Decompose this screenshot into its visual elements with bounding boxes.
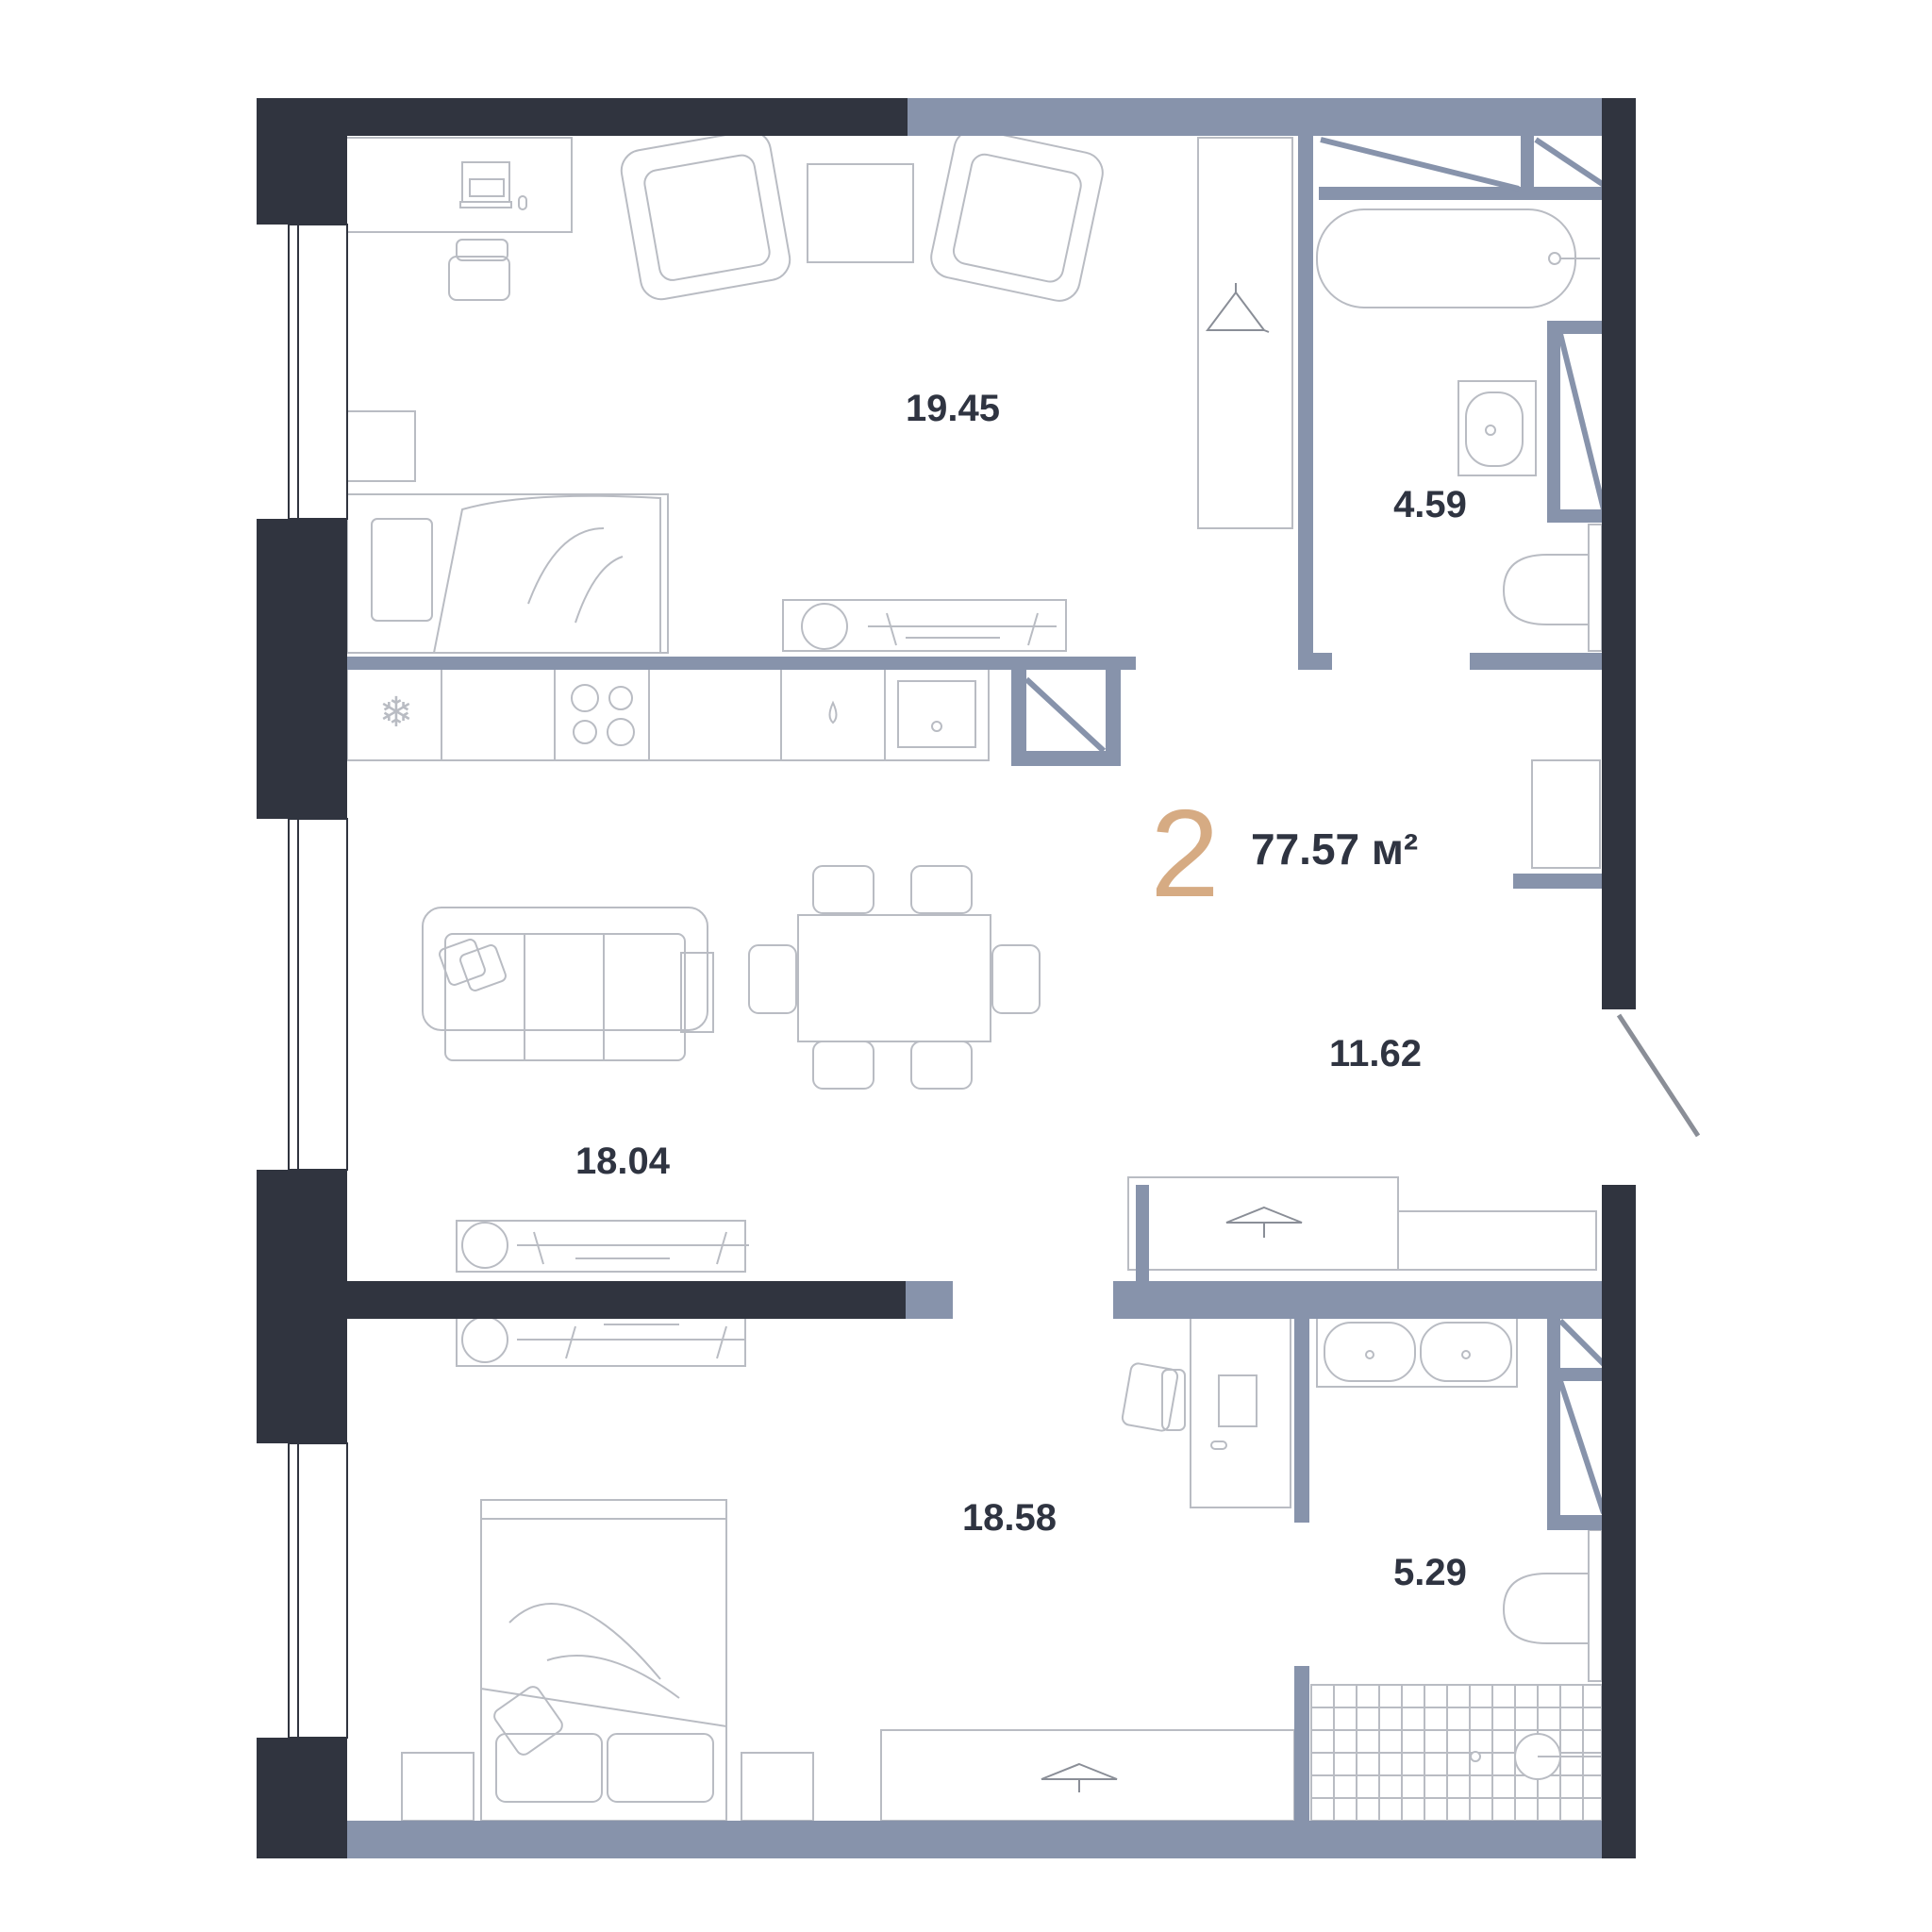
toilet-icon — [1502, 524, 1603, 652]
nightstand-icon — [741, 1752, 814, 1822]
entrance-door-icon[interactable] — [1616, 1013, 1701, 1138]
room-area-label: 5.29 — [1393, 1552, 1467, 1593]
snowflake-icon: ❄ — [379, 689, 414, 737]
furniture-layer: ❄ — [344, 128, 1603, 1822]
toilet-icon — [1502, 1529, 1603, 1682]
rooms-count: 2 — [1150, 784, 1219, 923]
tv-console-icon — [456, 1220, 749, 1273]
cooktop-icon — [554, 667, 650, 761]
nightstand-icon — [346, 410, 416, 482]
coffee-table-icon — [807, 163, 914, 263]
wardrobe-icon — [1197, 137, 1293, 529]
water-drop-icon — [828, 700, 838, 724]
total-area: 77.57 м² — [1251, 824, 1418, 874]
desk-icon — [344, 137, 573, 301]
room-area-label: 11.62 — [1329, 1033, 1422, 1074]
room-area-label: 19.45 — [906, 388, 1000, 429]
bed-icon — [346, 493, 669, 654]
window-layer — [288, 224, 348, 1739]
bed-icon — [480, 1499, 727, 1822]
bathtub-icon — [1316, 208, 1600, 308]
shaft-lines — [1024, 137, 1607, 1514]
room-area-label: 18.58 — [962, 1497, 1057, 1539]
tv-console-icon — [782, 599, 1067, 652]
nightstand-icon — [401, 1752, 475, 1822]
exterior-walls — [257, 98, 1636, 1858]
armchair-icon — [930, 128, 1104, 302]
wardrobe-icon — [880, 1729, 1295, 1822]
armchair-icon — [620, 129, 791, 301]
room-area-label: 4.59 — [1393, 484, 1467, 525]
room-area-label: 18.04 — [575, 1141, 671, 1182]
washbasin-icon — [1316, 1314, 1518, 1388]
shower-icon — [1310, 1684, 1603, 1822]
dining-table-icon — [748, 865, 1041, 1090]
washbasin-icon — [1457, 380, 1537, 476]
desk-icon — [1121, 1310, 1291, 1508]
boiler-icon — [1531, 759, 1601, 869]
wardrobe-icon — [1127, 1176, 1597, 1271]
kitchen-row: ❄ — [346, 667, 990, 761]
tv-console-icon — [456, 1312, 746, 1367]
sofa-icon — [422, 907, 714, 1061]
interior-walls — [347, 98, 1617, 1858]
